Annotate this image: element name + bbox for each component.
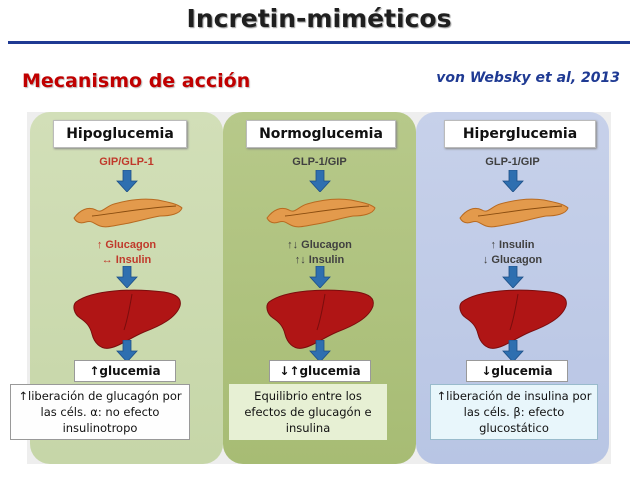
hormone-label: GLP-1/GIP	[292, 156, 347, 168]
mechanism-figure: Hipoglucemia GIP/GLP-1 ↑ Glucagon ↔ Insu…	[10, 112, 611, 464]
effect-line-2: ↔ Insulin	[101, 254, 152, 266]
slide-title: Incretin-miméticos	[186, 4, 452, 33]
effect-line-1: ↑ Insulin	[490, 239, 535, 251]
down-arrow-icon	[309, 266, 331, 288]
panel-note: ↑liberación de glucagón por las céls. α:…	[10, 384, 190, 440]
panel-title: Normoglucemia	[246, 120, 396, 148]
effect-line-2: ↑↓ Insulin	[294, 254, 345, 266]
down-arrow-icon	[116, 340, 138, 362]
down-arrow-icon	[309, 170, 331, 192]
pancreas-icon	[72, 192, 184, 230]
down-arrow-icon	[116, 266, 138, 288]
down-arrow-icon	[116, 170, 138, 192]
glycemia-badge: ↓↑glucemia	[269, 360, 371, 382]
down-arrow-icon	[502, 266, 524, 288]
panel-title: Hiperglucemia	[444, 120, 596, 148]
panel-hypoglycemia: Hipoglucemia GIP/GLP-1 ↑ Glucagon ↔ Insu…	[10, 112, 223, 464]
panel-normoglycemia: Normoglucemia GLP-1/GIP ↑↓ Glucagon ↑↓ I…	[223, 112, 416, 464]
citation: von Websky et al, 2013	[436, 70, 620, 86]
down-arrow-icon	[309, 340, 331, 362]
effect-line-1: ↑↓ Glucagon	[287, 239, 352, 251]
effect-line-2: ↓ Glucagon	[482, 254, 543, 266]
hormone-label: GIP/GLP-1	[99, 156, 154, 168]
slide-subtitle: Mecanismo de acción	[22, 70, 251, 92]
pancreas-icon	[265, 192, 377, 230]
panel-hyperglycemia: Hiperglucemia GLP-1/GIP ↑ Insulin ↓ Gluc…	[416, 112, 609, 464]
panel-note: Equilibrio entre los efectos de glucagón…	[229, 384, 387, 440]
pancreas-icon	[458, 192, 570, 230]
panel-title: Hipoglucemia	[53, 120, 187, 148]
panel-note: ↑liberación de insulina por las céls. β:…	[430, 384, 598, 440]
glycemia-badge: ↓glucemia	[466, 360, 568, 382]
hormone-label: GLP-1/GIP	[485, 156, 540, 168]
glycemia-badge: ↑glucemia	[74, 360, 176, 382]
down-arrow-icon	[502, 170, 524, 192]
down-arrow-icon	[502, 340, 524, 362]
title-divider	[8, 41, 630, 44]
effect-line-1: ↑ Glucagon	[96, 239, 157, 251]
